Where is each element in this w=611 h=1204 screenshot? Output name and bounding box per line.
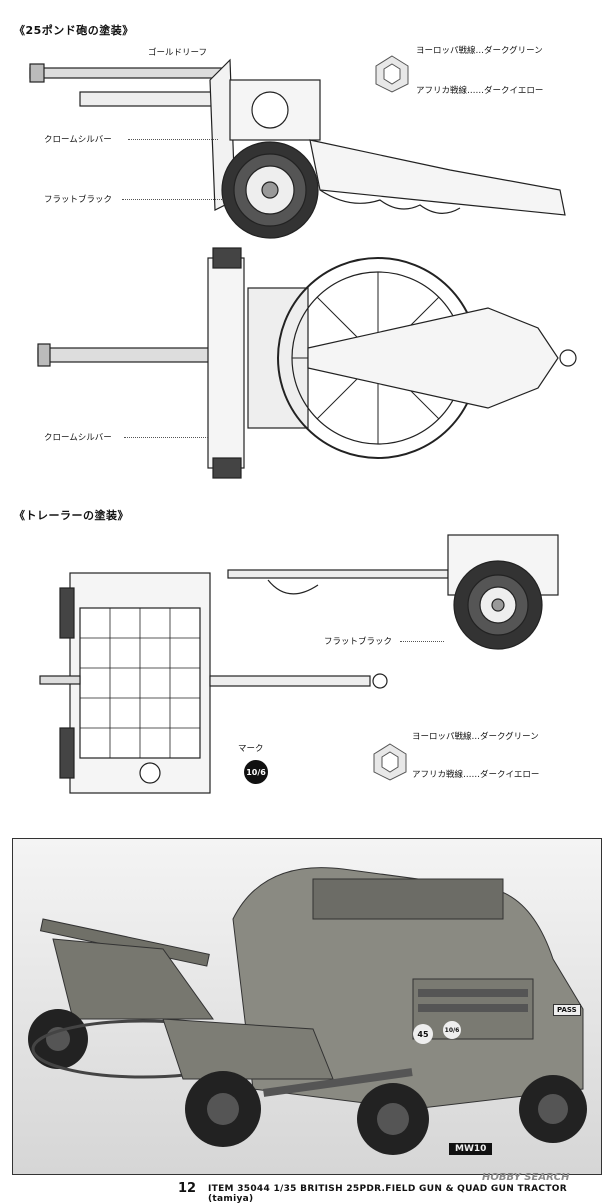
legend-europe-gun: ヨーロッパ戦線…ダークグリーン	[416, 46, 543, 56]
legend-africa-trailer: アフリカ戦線……ダークイエロー	[412, 770, 540, 780]
label-flat-black-trailer: フラットブラック	[324, 637, 393, 647]
label-chrome-silver-bottom: クロームシルバー	[44, 433, 112, 443]
gun-top-view-drawing	[37, 247, 577, 479]
color-swatch-icon	[373, 743, 407, 781]
unit-mark-photo: 10/6	[443, 1021, 461, 1039]
tractor-number-plate-text: MW10	[455, 1144, 487, 1154]
leader-line	[122, 199, 222, 200]
trailer-side-view-drawing	[227, 534, 559, 650]
pass-sign: PASS	[553, 1004, 581, 1016]
model-photo-illustration	[13, 839, 601, 1174]
legend-africa-gun: アフリカ戦線……ダークイエロー	[416, 86, 544, 96]
unit-mark-text: 10/6	[246, 767, 266, 777]
section-title-gun: 《25ポンド砲の塗装》	[14, 24, 134, 37]
label-gold-leaf: ゴールドリーフ	[148, 48, 207, 58]
unit-mark-badge: 10/6	[244, 760, 268, 784]
page-number: 12	[178, 1181, 197, 1196]
label-chrome-silver-top: クロームシルバー	[44, 135, 112, 145]
leader-line	[128, 139, 218, 140]
pass-sign-text: PASS	[557, 1006, 577, 1014]
leader-line	[124, 437, 208, 438]
watermark-text: HOBBY SEARCH	[482, 1172, 570, 1183]
legend-europe-trailer: ヨーロッパ戦線…ダークグリーン	[412, 732, 539, 742]
unit-mark-photo-text: 10/6	[444, 1026, 460, 1034]
footer-item-text: ITEM 35044 1/35 BRITISH 25PDR.FIELD GUN …	[208, 1184, 567, 1204]
tactical-sign: 45	[413, 1024, 433, 1044]
model-photo: MW10 45 10/6 PASS	[12, 838, 602, 1175]
color-swatch-icon	[375, 55, 409, 93]
section-title-trailer: 《トレーラーの塗装》	[14, 509, 129, 522]
tractor-number-plate: MW10	[449, 1143, 493, 1155]
label-flat-black-gun: フラットブラック	[44, 195, 113, 205]
tactical-sign-text: 45	[417, 1029, 429, 1039]
label-mark: マーク	[238, 744, 264, 754]
leader-line	[400, 641, 444, 642]
trailer-top-view-drawing	[39, 572, 388, 794]
gun-side-view-drawing	[29, 58, 566, 239]
